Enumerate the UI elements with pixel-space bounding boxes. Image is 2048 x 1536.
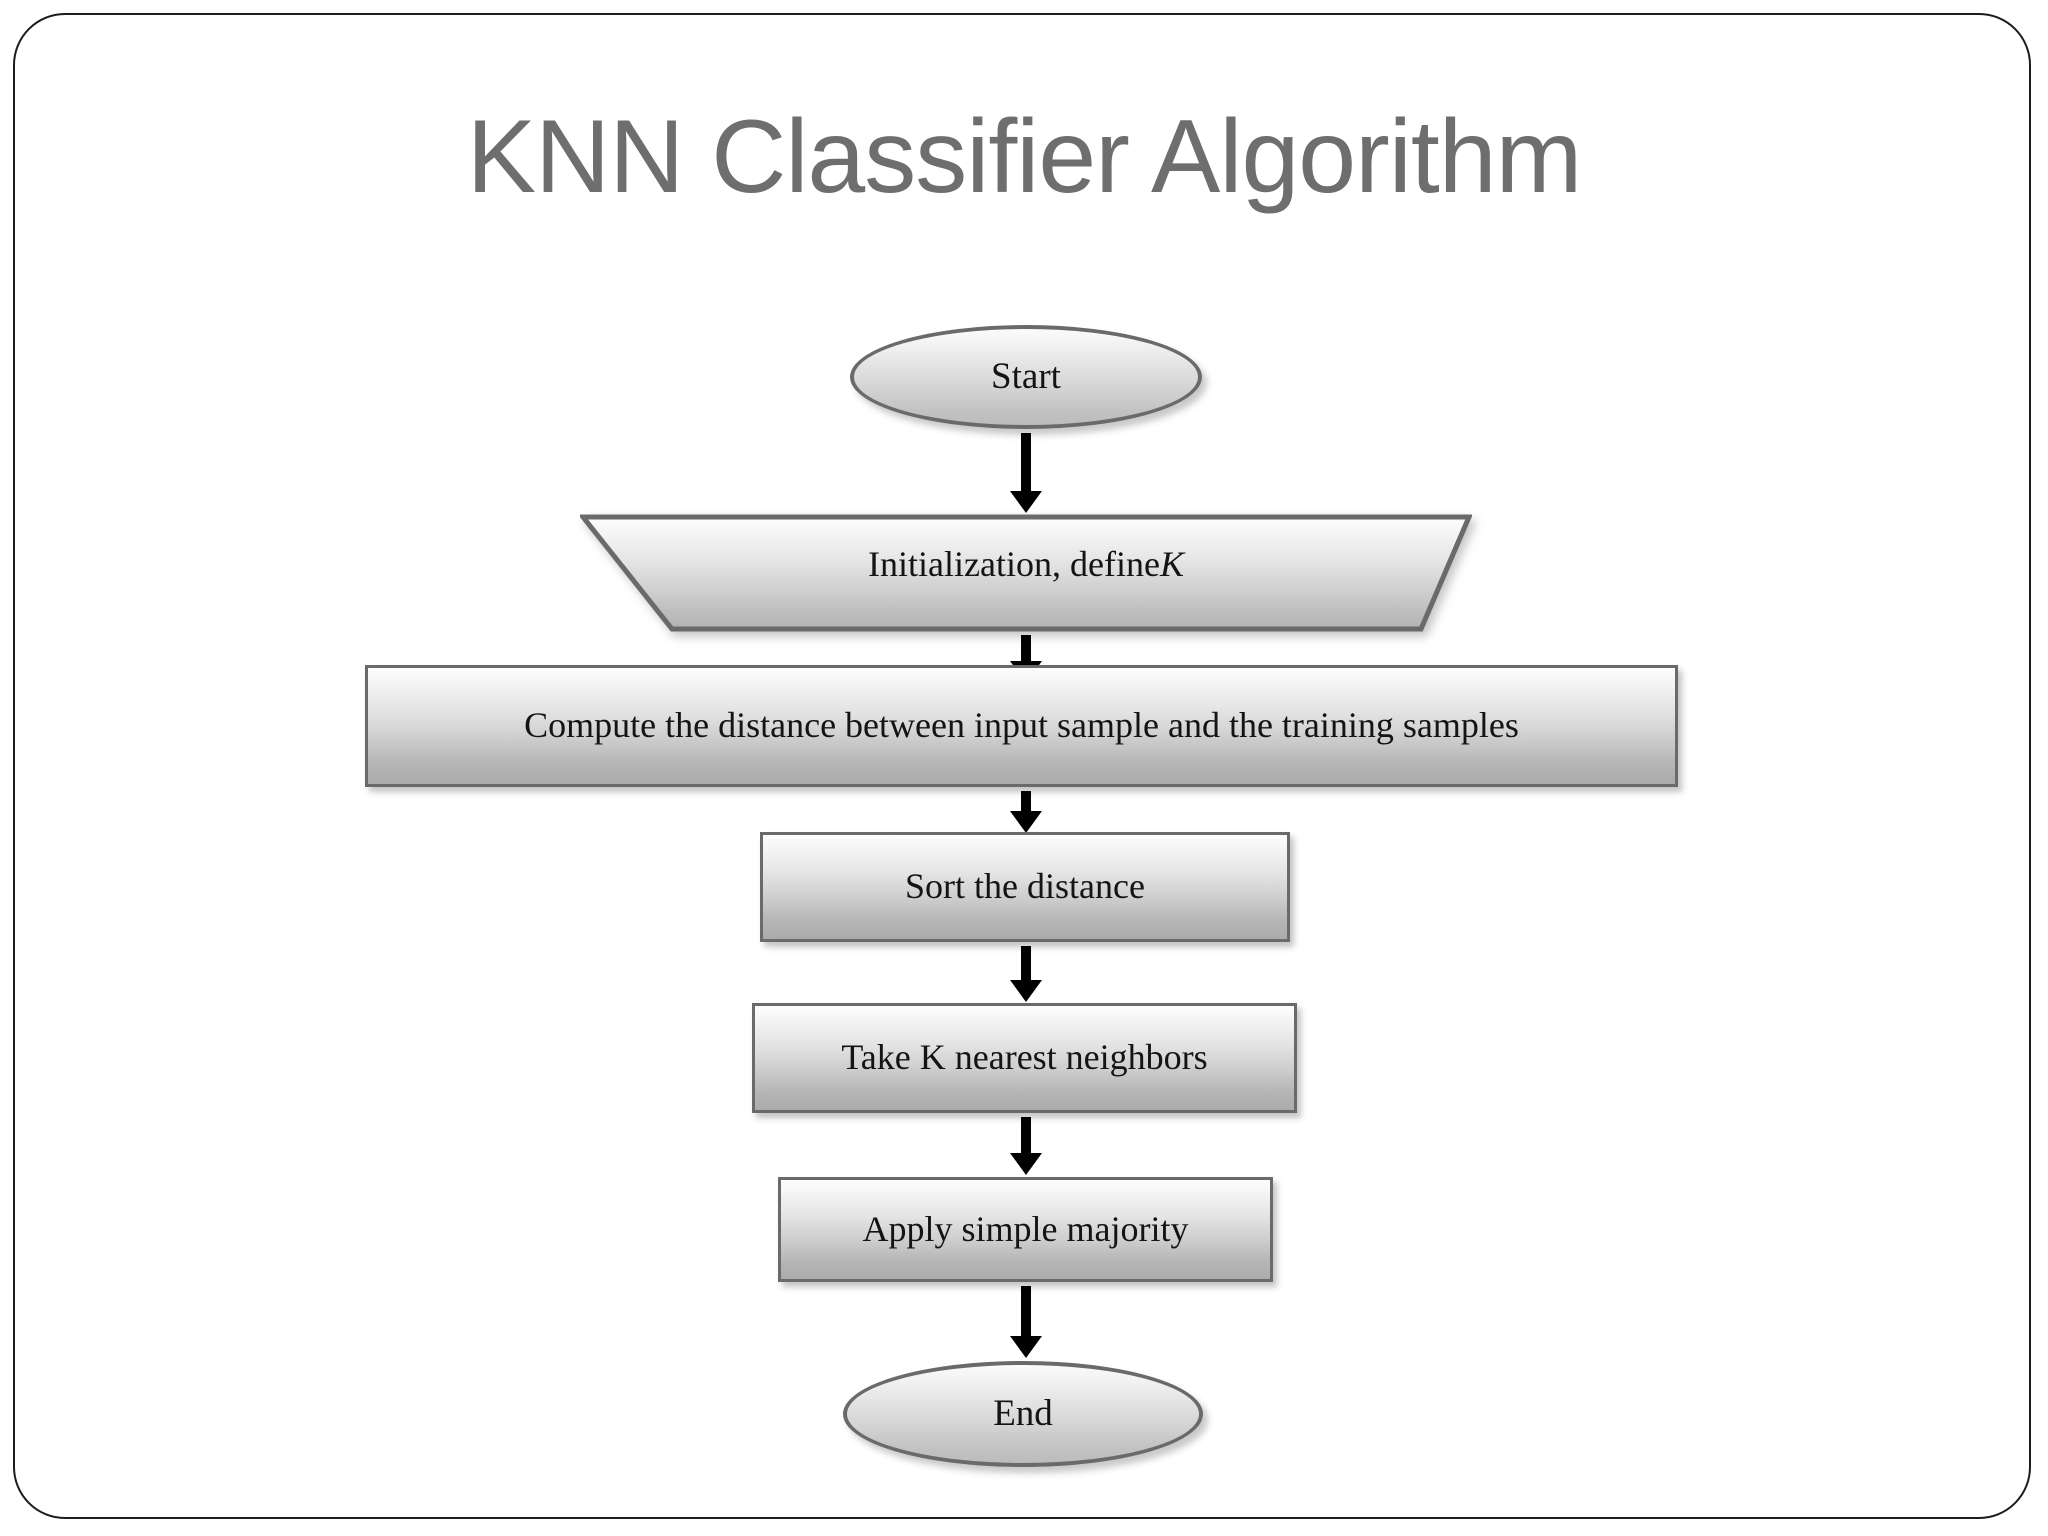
flow-node-take-k-nearest-label: Take K nearest neighbors: [841, 1037, 1208, 1078]
presentation-slide: KNN Classifier Algorithm Start: [13, 13, 2031, 1519]
flow-node-take-k-nearest[interactable]: Take K nearest neighbors: [752, 1003, 1297, 1113]
flow-arrow-start-to-init: [1021, 433, 1031, 493]
flow-arrow-init-to-compute: [1021, 635, 1031, 663]
flow-node-sort-distance[interactable]: Sort the distance: [760, 832, 1290, 942]
flow-node-initialization-label-text: Initialization, define: [868, 544, 1160, 584]
flow-node-apply-majority-label: Apply simple majority: [862, 1208, 1189, 1249]
flow-node-start-label: Start: [991, 355, 1061, 397]
flow-node-compute-distance-label: Compute the distance between input sampl…: [524, 705, 1519, 746]
flow-arrow-majority-to-end: [1021, 1286, 1031, 1338]
flow-node-compute-distance[interactable]: Compute the distance between input sampl…: [365, 665, 1678, 787]
flow-node-sort-distance-label: Sort the distance: [905, 866, 1145, 907]
flow-node-initialization-label: Initialization, define K: [580, 513, 1472, 633]
flow-node-apply-majority[interactable]: Apply simple majority: [778, 1177, 1273, 1282]
flow-arrow-compute-to-sort: [1021, 791, 1031, 813]
flow-arrow-sort-to-takek: [1021, 946, 1031, 982]
flow-node-initialization[interactable]: Initialization, define K: [580, 513, 1472, 633]
flow-node-end-label: End: [993, 1392, 1053, 1434]
flow-node-initialization-label-k: K: [1159, 544, 1184, 584]
flow-node-start[interactable]: Start: [850, 325, 1202, 429]
knn-flowchart: Start Initializat: [15, 15, 2033, 1521]
flow-node-end[interactable]: End: [843, 1361, 1203, 1467]
flow-arrow-takek-to-majority: [1021, 1117, 1031, 1155]
page-title: KNN Classifier Algorithm: [466, 99, 1583, 215]
